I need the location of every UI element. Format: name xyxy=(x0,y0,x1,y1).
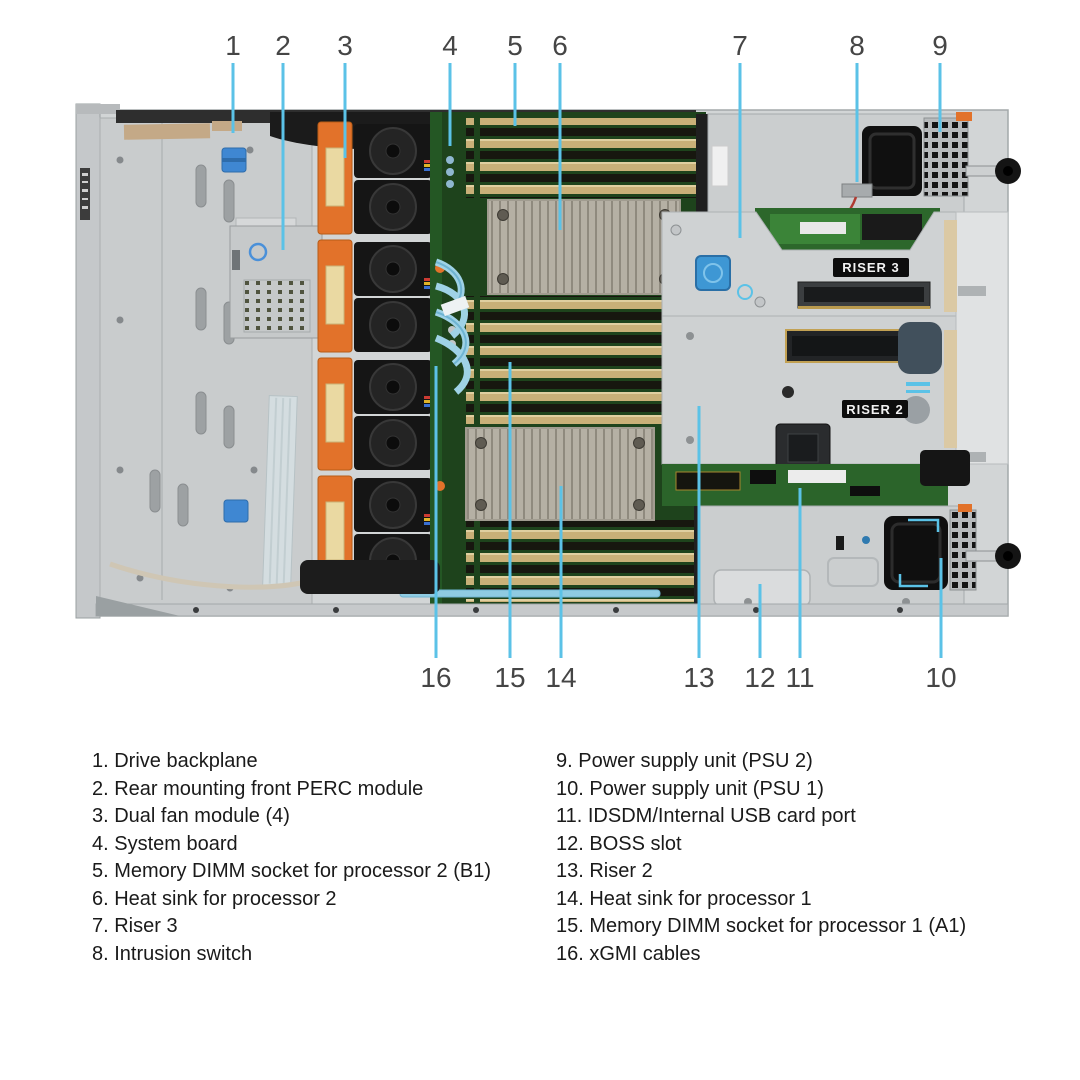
legend-item-8: 8. Intrusion switch xyxy=(92,942,253,965)
callout-number-1: 1 xyxy=(225,30,241,61)
callout-lines xyxy=(231,63,943,658)
callout-number-12: 12 xyxy=(744,662,775,693)
callout-number-9: 9 xyxy=(932,30,948,61)
legend-left-column: 1. Drive backplane 2. Rear mounting fron… xyxy=(92,748,542,968)
legend-item-16: 16. xGMI cables xyxy=(556,942,701,965)
psu1-grille xyxy=(949,509,977,591)
legend-item-12: 12. BOSS slot xyxy=(556,832,682,855)
callout-number-7: 7 xyxy=(732,30,748,61)
idsdm-internal-usb-card-port xyxy=(662,464,948,506)
psu2-grille xyxy=(923,117,969,197)
callout-number-3: 3 xyxy=(337,30,353,61)
legend-item-2: 2. Rear mounting front PERC module xyxy=(92,777,424,800)
callout-number-8: 8 xyxy=(849,30,865,61)
legend-item-4: 4. System board xyxy=(92,832,238,855)
backplane-touchpoint-blue-tab xyxy=(221,147,249,523)
legend-item-9: 9. Power supply unit (PSU 2) xyxy=(556,750,813,772)
legend-item-11: 11. IDSDM/Internal USB card port xyxy=(556,805,856,827)
callout-number-11: 11 xyxy=(785,662,814,693)
riser-3: RISER 3 xyxy=(661,208,957,317)
chassis-right-rail xyxy=(944,211,1009,465)
riser-3-label: RISER 3 xyxy=(842,260,900,275)
psu-2 xyxy=(707,112,1022,213)
heat-sink-processor-2 xyxy=(487,199,681,295)
psu1-release-clip xyxy=(958,504,972,512)
callout-numbers: 1 2 3 4 5 6 7 8 9 10 11 12 13 14 15 16 xyxy=(225,30,956,693)
legend-item-13: 13. Riser 2 xyxy=(556,860,653,882)
callout-number-13: 13 xyxy=(683,662,714,693)
legend-item-6: 6. Heat sink for processor 2 xyxy=(92,887,337,910)
perc-module xyxy=(229,217,323,339)
psu-1 xyxy=(699,504,1022,617)
riser-2-label: RISER 2 xyxy=(846,402,904,417)
legend-item-1: 1. Drive backplane xyxy=(92,750,258,772)
boss-slot xyxy=(713,569,811,607)
callout-number-2: 2 xyxy=(275,30,291,61)
legend-item-7: 7. Riser 3 xyxy=(92,915,178,937)
ribbon-cable xyxy=(262,395,298,587)
legend-item-3: 3. Dual fan module (4) xyxy=(92,805,290,827)
chassis-bottom-edge xyxy=(95,560,1009,617)
callout-number-14: 14 xyxy=(545,662,576,693)
legend-item-5: 5. Memory DIMM socket for processor 2 (B… xyxy=(92,860,491,882)
riser-2: RISER 2 xyxy=(661,315,957,473)
psu2-release-clip xyxy=(956,112,972,121)
legend-item-15: 15. Memory DIMM socket for processor 1 (… xyxy=(556,915,967,937)
callout-number-16: 16 xyxy=(420,662,451,693)
legend-right-column: 9. Power supply unit (PSU 2) 10. Power s… xyxy=(556,748,1036,968)
legend-item-14: 14. Heat sink for processor 1 xyxy=(556,887,812,910)
callout-number-15: 15 xyxy=(494,662,525,693)
callout-number-5: 5 xyxy=(507,30,523,61)
callout-number-4: 4 xyxy=(442,30,458,61)
chassis-barcode-label xyxy=(80,168,90,220)
dimm-bank-cpu1-bottom xyxy=(466,520,702,602)
dimm-bank-cpu2-top xyxy=(466,118,702,198)
callout-number-10: 10 xyxy=(925,662,956,693)
callout-number-6: 6 xyxy=(552,30,568,61)
riser-3-touchpoint-blue xyxy=(695,255,731,291)
legend-item-10: 10. Power supply unit (PSU 1) xyxy=(556,777,824,800)
